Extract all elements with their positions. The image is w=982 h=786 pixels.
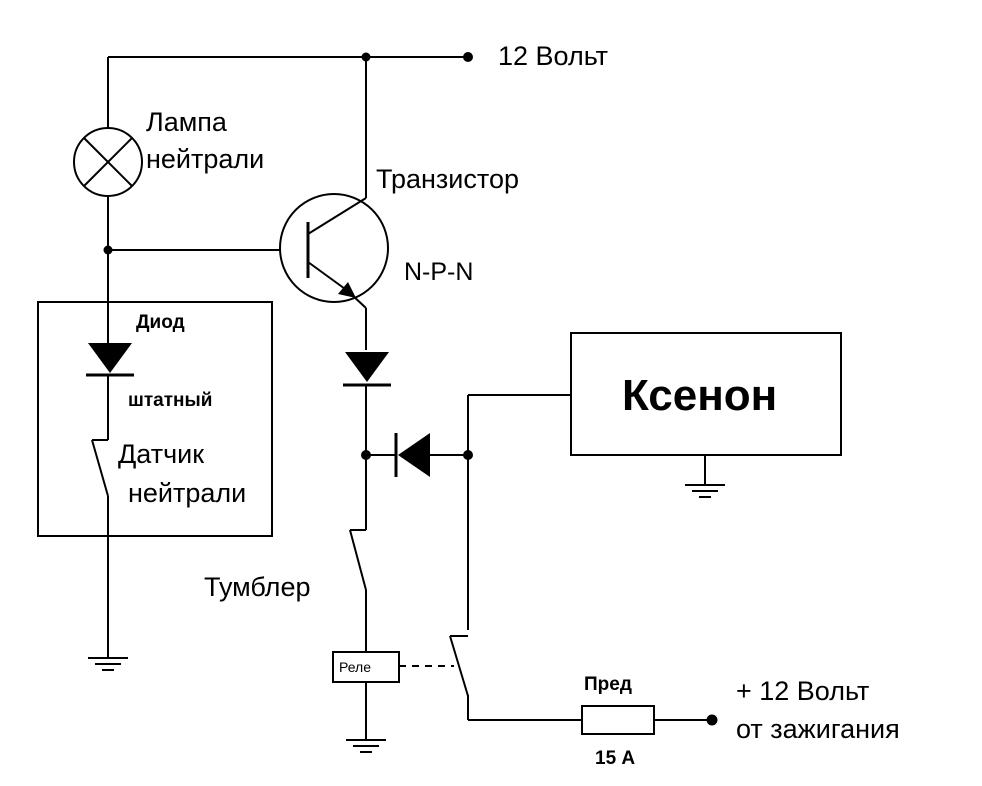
diode-label-line2: штатный <box>128 390 212 411</box>
fuse <box>581 705 655 735</box>
xenon-label: Ксенон <box>622 371 777 420</box>
sensor-box <box>37 301 273 537</box>
toggle-switch <box>349 529 367 591</box>
junction-dots <box>103 52 718 726</box>
emitter-diode <box>343 352 391 387</box>
ground-symbol <box>346 739 386 753</box>
wires <box>107 56 712 740</box>
diode-label-line1: Диод <box>136 312 185 333</box>
sensor-label-line2: нейтрали <box>128 478 246 508</box>
ignition-label-line1: + 12 Вольт <box>736 676 869 706</box>
neutral-lamp <box>73 127 143 197</box>
supply-label: 12 Вольт <box>498 41 608 71</box>
fuse-label-bottom: 15 А <box>595 748 635 769</box>
feed-diode <box>394 433 430 477</box>
transistor-label: Транзистор <box>376 164 519 194</box>
fuse-label-top: Пред <box>584 674 632 695</box>
ground-symbol <box>685 484 725 498</box>
ground-symbol <box>88 657 128 671</box>
relay <box>332 635 469 697</box>
stock-diode <box>86 343 134 377</box>
npn-transistor <box>279 193 389 303</box>
toggle-label: Тумблер <box>204 572 310 602</box>
ignition-label-line2: от зажигания <box>736 714 900 744</box>
neutral-sensor-switch <box>91 439 109 497</box>
sensor-label-line1: Датчик <box>118 439 204 469</box>
lamp-label-line1: Лампа <box>146 107 228 137</box>
xenon-box <box>570 332 842 456</box>
relay-label: Реле <box>339 659 371 675</box>
npn-label: N-P-N <box>404 258 473 286</box>
lamp-label-line2: нейтрали <box>146 144 264 174</box>
